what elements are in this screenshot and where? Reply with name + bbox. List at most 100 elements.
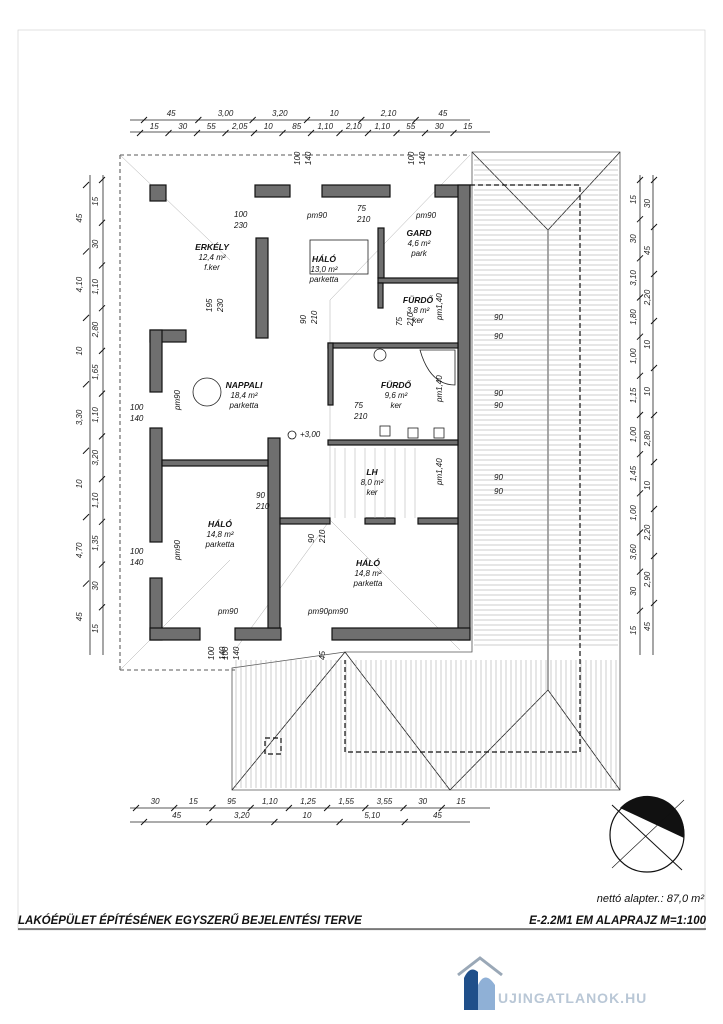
- dimension-value: 5,10: [364, 811, 380, 820]
- room-name: ERKÉLY: [195, 242, 230, 252]
- opening-size: pm90: [173, 389, 182, 411]
- dimension-value: 3,00: [218, 109, 234, 118]
- dimension-value: 15: [463, 122, 472, 131]
- opening-size-secondary: 210: [353, 412, 368, 421]
- room-floor: ker: [412, 316, 423, 325]
- opening-size: pm90: [173, 539, 182, 561]
- room-floor: parketta: [229, 401, 259, 410]
- room-area: 12,4 m²: [198, 253, 225, 262]
- opening-size: 90: [494, 389, 503, 398]
- opening-size: 100: [207, 646, 216, 660]
- dimension-value: 30: [629, 586, 638, 595]
- dimension-value: 15: [629, 195, 638, 204]
- opening-size: 90: [494, 401, 503, 410]
- opening-label: 45: [318, 651, 327, 660]
- dimension-value: 1,80: [629, 309, 638, 325]
- room-floor: parketta: [353, 579, 383, 588]
- opening-size: 195: [205, 298, 214, 312]
- opening-size-secondary: 210: [406, 312, 415, 327]
- room-floor: ker: [366, 488, 377, 497]
- dimension-value: 30: [91, 581, 100, 590]
- dimension-value: 2,90: [643, 571, 652, 588]
- opening-size-secondary: 230: [216, 298, 225, 313]
- dimension-value: 10: [75, 479, 84, 488]
- opening-size: pm1,40: [435, 458, 444, 486]
- dimension-value: 15: [189, 797, 198, 806]
- dimension-value: 1,55: [338, 797, 354, 806]
- opening-size: 75: [357, 204, 366, 213]
- watermark-text: UJINGATLANOK.HU: [498, 990, 647, 1006]
- opening-size: 90: [256, 491, 265, 500]
- opening-label: pm1,40: [435, 458, 444, 486]
- room-name: HÁLÓ: [356, 557, 380, 568]
- dimension-value: 2,80: [643, 430, 652, 447]
- room-area: 4,6 m²: [408, 239, 431, 248]
- dimension-value: 1,10: [91, 407, 100, 423]
- dimension-value: 45: [172, 811, 181, 820]
- dimension-value: 2,80: [91, 321, 100, 338]
- opening-size: 45: [318, 651, 327, 660]
- dimension-value: 3,30: [75, 409, 84, 425]
- room-name: LH: [366, 467, 378, 477]
- opening-size-secondary: 210: [318, 529, 327, 544]
- drawing-title: LAKÓÉPÜLET ÉPÍTÉSÉNEK EGYSZERŰ BEJELENTÉ…: [18, 914, 362, 927]
- dimension-value: 2,10: [380, 109, 397, 118]
- opening-size: pm1,40: [435, 293, 444, 321]
- opening-label: pm90: [217, 607, 239, 616]
- opening-size: 75: [354, 401, 363, 410]
- opening-label: pm90: [306, 211, 328, 220]
- dimension-value: 1,10: [91, 278, 100, 294]
- opening-size: pm90: [415, 211, 437, 220]
- opening-size: 90: [299, 315, 308, 324]
- room-name: FÜRDŐ: [381, 379, 412, 390]
- opening-size: pm1,40: [435, 375, 444, 403]
- dimension-value: 45: [75, 213, 84, 222]
- dimension-value: 4,10: [75, 276, 84, 292]
- room-area: 18,4 m²: [230, 391, 257, 400]
- dimension-value: 45: [75, 612, 84, 621]
- dimension-value: 1,00: [629, 348, 638, 364]
- opening-size: 100: [130, 547, 144, 556]
- opening-size-secondary: 210: [310, 310, 319, 325]
- dimension-value: 45: [167, 109, 176, 118]
- opening-label: 90: [494, 473, 503, 482]
- room-area: 13,0 m²: [310, 265, 337, 274]
- opening-size: 100: [130, 403, 144, 412]
- opening-label: pm90: [415, 211, 437, 220]
- fixtures: [192, 239, 456, 518]
- room-name: HÁLÓ: [208, 518, 232, 529]
- dimension-value: 30: [435, 122, 444, 131]
- dimension-value: 3,60: [629, 544, 638, 560]
- dimension-lines: [89, 119, 654, 823]
- dimension-value: 1,10: [374, 122, 390, 131]
- opening-size-secondary: 140: [304, 151, 313, 165]
- dimension-value: 1,10: [317, 122, 333, 131]
- opening-size-secondary: 140: [232, 646, 241, 660]
- dimension-value: 10: [643, 340, 652, 349]
- dimension-value: 3,20: [91, 449, 100, 465]
- opening-label: 90: [494, 401, 503, 410]
- dimension-value: 10: [264, 122, 273, 131]
- opening-size: 90: [494, 313, 503, 322]
- opening-label: 90: [494, 487, 503, 496]
- dimension-value: 1,10: [91, 492, 100, 508]
- dimension-value: 10: [75, 346, 84, 355]
- opening-label: pm1,40: [435, 293, 444, 321]
- opening-size: 75: [395, 317, 404, 326]
- dimension-value: 45: [643, 246, 652, 255]
- opening-label: 90: [494, 332, 503, 341]
- opening-size-secondary: 140: [218, 646, 227, 660]
- room-name: NAPPALI: [226, 380, 263, 390]
- dimension-value: 1,25: [300, 797, 316, 806]
